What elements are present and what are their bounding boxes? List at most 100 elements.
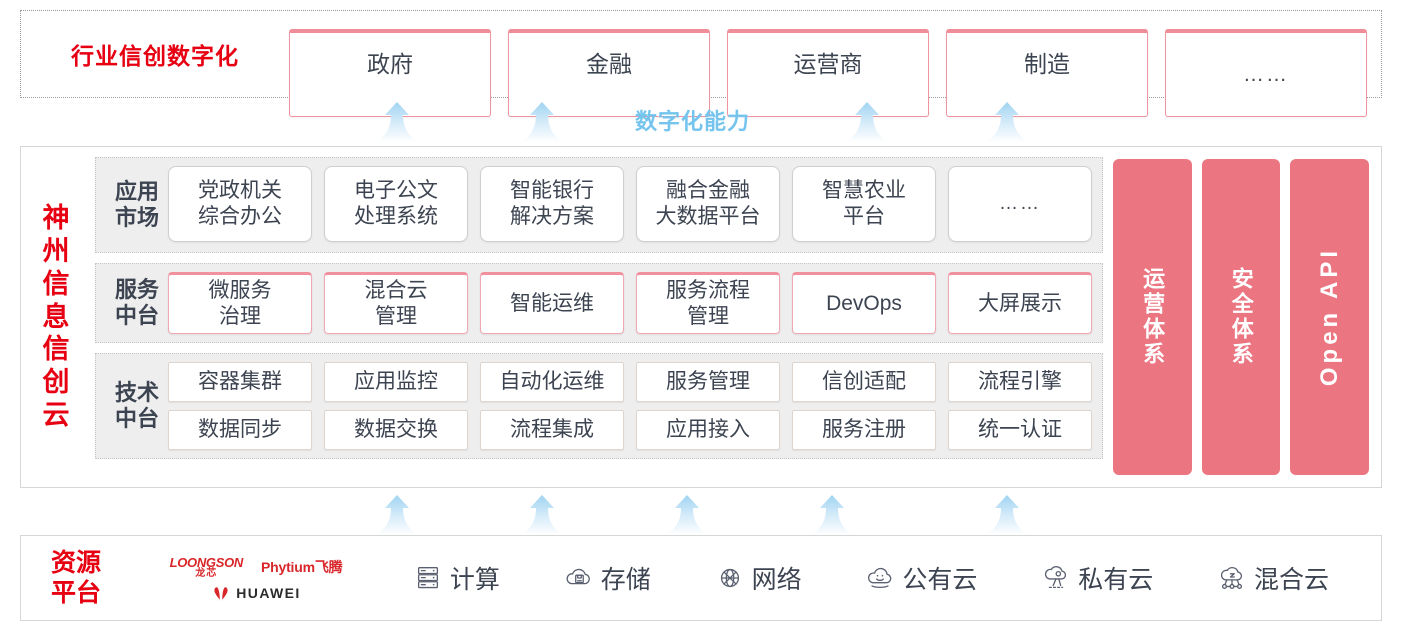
public-cloud-icon — [865, 563, 895, 593]
tech-cell-1-3[interactable]: 自动化运维 — [480, 362, 624, 402]
app-market-cell-6[interactable]: …… — [948, 166, 1092, 242]
capability-arrow-2 — [520, 102, 564, 142]
loongson-logo: LOONGSON 龙芯 — [169, 554, 244, 579]
industry-box-1[interactable]: 政府 — [289, 29, 491, 117]
pillar-list: 运营体系 安全体系 Open API — [1113, 157, 1370, 477]
band-tech-platform: 技术中台容器集群应用监控自动化运维服务管理信创适配流程引擎数据同步数据交换流程集… — [95, 353, 1103, 459]
service-platform-cell-1[interactable]: 微服务治理 — [168, 272, 312, 334]
cloud-storage-icon — [564, 563, 594, 593]
pillar-3[interactable]: Open API — [1290, 159, 1370, 475]
industry-box-5[interactable]: …… — [1165, 29, 1367, 117]
cloud-platform-title-char: 息 — [42, 301, 70, 332]
resource-arrow-5 — [985, 495, 1029, 535]
cloud-platform-title-char: 州 — [42, 235, 70, 266]
service-platform-cell-5[interactable]: DevOps — [792, 272, 936, 334]
resource-item-5[interactable]: 私有云 — [1041, 560, 1153, 596]
capability-arrow-band: 数字化能力 — [20, 100, 1382, 142]
loongson-logo-cn: 龙芯 — [195, 567, 218, 579]
capability-label: 数字化能力 — [635, 109, 751, 134]
app-market-cell-1[interactable]: 党政机关综合办公 — [168, 166, 312, 242]
cloud-platform-section: 神州信息信创云 应用市场党政机关综合办公电子公文处理系统智能银行解决方案融合金融… — [20, 146, 1382, 488]
resource-item-label: 私有云 — [1078, 566, 1154, 594]
capability-arrow-4 — [985, 102, 1029, 142]
resource-platform-section: 资源平台 LOONGSON 龙芯 Phytium飞腾 — [20, 535, 1382, 621]
capability-arrow-1 — [375, 102, 419, 142]
cloud-platform-title-char: 创 — [42, 367, 70, 398]
cloud-platform-body: 应用市场党政机关综合办公电子公文处理系统智能银行解决方案融合金融大数据平台智慧农… — [91, 147, 1381, 487]
industry-box-label: 运营商 — [793, 51, 863, 77]
industry-box-label: 金融 — [586, 51, 632, 77]
app-market-cell-4[interactable]: 融合金融大数据平台 — [636, 166, 780, 242]
band-cell-list-app-market: 党政机关综合办公电子公文处理系统智能银行解决方案融合金融大数据平台智慧农业平台…… — [168, 166, 1092, 244]
pillar-2[interactable]: 安全体系 — [1201, 159, 1281, 475]
service-platform-cell-2[interactable]: 混合云管理 — [324, 272, 468, 334]
cloud-platform-title-char: 神 — [42, 202, 70, 233]
tech-cell-1-2[interactable]: 应用监控 — [324, 362, 468, 402]
industry-box-label: 政府 — [367, 51, 413, 77]
huawei-logo-text: HUAWEI — [236, 584, 301, 601]
tech-cell-1-1[interactable]: 容器集群 — [168, 362, 312, 402]
pillar-label: 安全体系 — [1228, 267, 1254, 367]
resource-item-3[interactable]: 网络 — [715, 560, 802, 596]
service-platform-cell-4[interactable]: 服务流程管理 — [636, 272, 780, 334]
resource-item-list: 计算 存储 网络 公有云 私有云 混合云 — [381, 560, 1381, 596]
cloud-platform-title-char: 信 — [42, 268, 70, 299]
resource-arrow-4 — [810, 495, 854, 535]
vendor-logo-row-2: HUAWEI — [211, 585, 300, 601]
tech-cell-2-3[interactable]: 流程集成 — [480, 410, 624, 450]
resource-item-label: 计算 — [449, 566, 500, 594]
resource-item-4[interactable]: 公有云 — [865, 560, 977, 596]
resource-arrow-1 — [375, 495, 419, 535]
tech-cell-2-5[interactable]: 服务注册 — [792, 410, 936, 450]
industry-box-label: 制造 — [1024, 51, 1070, 77]
hybrid-cloud-icon — [1217, 563, 1247, 593]
tech-cell-1-6[interactable]: 流程引擎 — [948, 362, 1092, 402]
service-platform-cell-3[interactable]: 智能运维 — [480, 272, 624, 334]
industry-box-4[interactable]: 制造 — [946, 29, 1148, 117]
tech-cell-1-5[interactable]: 信创适配 — [792, 362, 936, 402]
network-icon — [715, 563, 745, 593]
resource-item-1[interactable]: 计算 — [413, 560, 500, 596]
industry-box-2[interactable]: 金融 — [508, 29, 710, 117]
huawei-logo: HUAWEI — [211, 585, 300, 601]
tech-cell-2-2[interactable]: 数据交换 — [324, 410, 468, 450]
resource-item-2[interactable]: 存储 — [564, 560, 651, 596]
tech-cell-row-1: 容器集群应用监控自动化运维服务管理信创适配流程引擎 — [168, 362, 1092, 402]
resource-platform-title: 资源平台 — [50, 548, 101, 608]
vendor-logo-row-1: LOONGSON 龙芯 Phytium飞腾 — [170, 556, 343, 579]
phytium-logo: Phytium飞腾 — [261, 559, 343, 575]
resource-item-label: 混合云 — [1254, 566, 1330, 594]
app-market-cell-2[interactable]: 电子公文处理系统 — [324, 166, 468, 242]
tech-cell-2-1[interactable]: 数据同步 — [168, 410, 312, 450]
cloud-platform-title-char: 云 — [42, 400, 70, 431]
industry-section-title: 行业信创数字化 — [71, 43, 239, 69]
platform-band-list: 应用市场党政机关综合办公电子公文处理系统智能银行解决方案融合金融大数据平台智慧农… — [95, 157, 1103, 477]
industry-box-label: …… — [1243, 62, 1289, 86]
band-label-service-platform: 服务中台 — [114, 276, 159, 328]
band-app-market: 应用市场党政机关综合办公电子公文处理系统智能银行解决方案融合金融大数据平台智慧农… — [95, 157, 1103, 253]
industry-box-list: 政府 金融 运营商 制造 …… — [289, 11, 1381, 117]
resource-item-label: 公有云 — [902, 566, 978, 594]
tech-cell-2-6[interactable]: 统一认证 — [948, 410, 1092, 450]
tech-cell-2-4[interactable]: 应用接入 — [636, 410, 780, 450]
industry-box-3[interactable]: 运营商 — [727, 29, 929, 117]
tech-cell-1-4[interactable]: 服务管理 — [636, 362, 780, 402]
tech-cell-row-2: 数据同步数据交换流程集成应用接入服务注册统一认证 — [168, 410, 1092, 450]
service-platform-cell-6[interactable]: 大屏展示 — [948, 272, 1092, 334]
band-label-app-market: 应用市场 — [114, 178, 159, 230]
server-icon — [413, 563, 443, 593]
app-market-cell-5[interactable]: 智慧农业平台 — [792, 166, 936, 242]
pillar-1[interactable]: 运营体系 — [1113, 159, 1192, 475]
app-market-cell-3[interactable]: 智能银行解决方案 — [480, 166, 624, 242]
loongson-logo-en: LOONGSON — [169, 554, 244, 570]
tech-cell-grid: 容器集群应用监控自动化运维服务管理信创适配流程引擎数据同步数据交换流程集成应用接… — [168, 362, 1092, 450]
resource-item-6[interactable]: 混合云 — [1217, 560, 1329, 596]
pillar-label: 运营体系 — [1140, 267, 1166, 367]
capability-arrow-3 — [845, 102, 889, 142]
resource-item-label: 存储 — [600, 566, 651, 594]
band-label-tech-platform: 技术中台 — [114, 379, 159, 431]
cloud-platform-title-char: 信 — [42, 334, 70, 365]
